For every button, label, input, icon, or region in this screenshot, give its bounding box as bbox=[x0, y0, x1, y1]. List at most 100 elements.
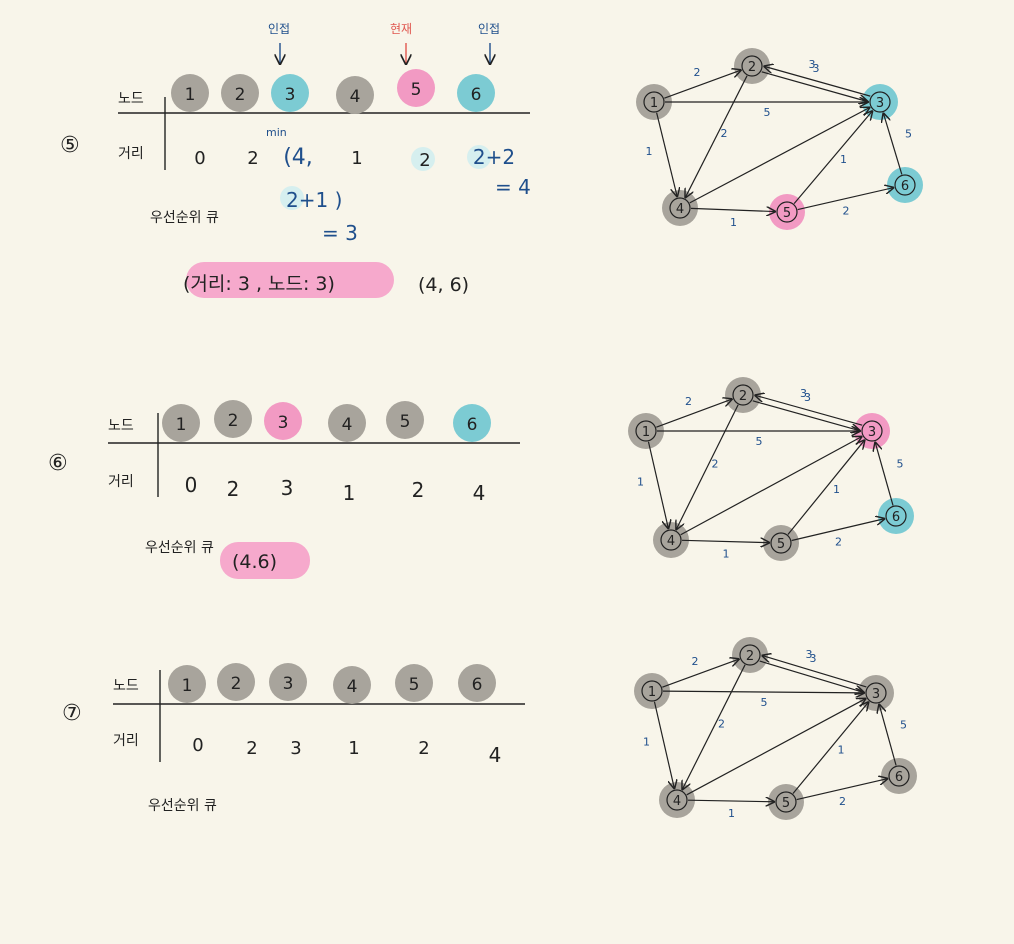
queue-highlight bbox=[186, 262, 394, 298]
node-circle-6 bbox=[458, 664, 496, 702]
graph-node-ring bbox=[635, 420, 657, 442]
graph-node-ring bbox=[770, 532, 792, 554]
graph-node-ring bbox=[669, 197, 691, 219]
graph-node-ring bbox=[894, 174, 916, 196]
node-label: 1 bbox=[182, 676, 193, 696]
dist-row-label: 거리 bbox=[108, 474, 134, 490]
graph-node-ring bbox=[865, 682, 887, 704]
graph-edge bbox=[752, 400, 860, 431]
dist-highlight bbox=[467, 145, 491, 169]
graph-edge bbox=[759, 660, 864, 692]
edge-weight: 5 bbox=[761, 696, 768, 709]
node-row-label: 노드 bbox=[118, 91, 144, 107]
graph-edge bbox=[687, 800, 774, 802]
node-circle-5 bbox=[386, 401, 424, 439]
edge-weight: 2 bbox=[839, 795, 846, 808]
edge-weight: 1 bbox=[646, 145, 653, 158]
graph-node-label: 3 bbox=[876, 96, 884, 111]
dist-value: 2 bbox=[246, 738, 257, 759]
node-label: 6 bbox=[472, 675, 483, 695]
dist-value: 4 bbox=[473, 481, 486, 505]
node-label: 2 bbox=[235, 85, 246, 105]
step-index: ⑤ bbox=[60, 133, 80, 158]
node-circle-1 bbox=[171, 74, 209, 112]
edge-weight: 5 bbox=[764, 106, 771, 119]
edge-weight: 5 bbox=[897, 458, 904, 471]
dist-value: 0 bbox=[192, 735, 203, 756]
graph-node-halo bbox=[878, 498, 914, 534]
node-label: 4 bbox=[350, 87, 361, 107]
graph-node-ring bbox=[888, 765, 910, 787]
graph-edge bbox=[680, 437, 862, 536]
graph-edge bbox=[764, 66, 871, 97]
graph-edge bbox=[647, 441, 668, 529]
edge-weight: 3 bbox=[806, 648, 813, 661]
edge-weight: 1 bbox=[840, 153, 847, 166]
pq-label: 우선순위 큐 bbox=[145, 540, 214, 556]
node-row: 1 2 3 4 5 6 bbox=[162, 400, 491, 442]
node-row-label: 노드 bbox=[108, 418, 134, 434]
graph-edge bbox=[875, 443, 894, 506]
graph-edge bbox=[662, 691, 864, 693]
dist-value: 1 bbox=[348, 738, 359, 759]
step-7: ⑦ 노드 거리 1 2 3 4 5 6 0 2 3 1 2 4 우선순위 큐 bbox=[62, 663, 525, 814]
graph-edge bbox=[761, 71, 868, 102]
graph-node-halo bbox=[628, 413, 664, 449]
graph-edge bbox=[762, 656, 867, 688]
node-label: 1 bbox=[176, 415, 187, 435]
edge-weight: 3 bbox=[810, 652, 817, 665]
step-5: ⑤ 노드 거리 1 2 3 4 5 6 인접 현재 인접 bbox=[60, 22, 531, 298]
edge-weight: 2 bbox=[692, 655, 699, 668]
queue-highlight bbox=[220, 542, 310, 579]
node-row-label: 노드 bbox=[113, 678, 139, 694]
edge-weight: 3 bbox=[813, 62, 820, 75]
node-label: 2 bbox=[228, 411, 239, 431]
graph-edge bbox=[653, 701, 674, 789]
node-label: 5 bbox=[411, 80, 422, 100]
graph-edge bbox=[689, 108, 870, 204]
annot-d3-result: = 3 bbox=[322, 221, 358, 245]
graph-edge bbox=[787, 440, 864, 535]
dist-value: 2 bbox=[247, 148, 258, 169]
queue-item: (4, 6) bbox=[418, 274, 469, 296]
edge-weight: 1 bbox=[833, 483, 840, 496]
edge-weight: 1 bbox=[838, 744, 845, 757]
step-index: ⑦ bbox=[62, 701, 82, 726]
graph-node-label: 2 bbox=[746, 649, 754, 664]
edge-weight: 2 bbox=[718, 718, 725, 731]
dist-value: 2 bbox=[419, 150, 430, 171]
graph-node-halo bbox=[636, 84, 672, 120]
node-circle-3 bbox=[264, 402, 302, 440]
graph-edge bbox=[662, 659, 738, 688]
pq-label: 우선순위 큐 bbox=[150, 210, 219, 226]
edge-weight: 3 bbox=[800, 387, 807, 400]
graph-node-label: 4 bbox=[676, 202, 684, 217]
edge-weight: 1 bbox=[637, 476, 644, 489]
annot-adjacent: 인접 bbox=[478, 22, 500, 36]
graph-node-ring bbox=[739, 644, 761, 666]
graph-edge bbox=[797, 188, 894, 211]
graph-node-label: 5 bbox=[782, 796, 790, 811]
pq-label: 우선순위 큐 bbox=[148, 798, 217, 814]
edge-weight: 2 bbox=[835, 536, 842, 549]
dist-value: (4, bbox=[283, 145, 313, 170]
node-label: 3 bbox=[278, 413, 289, 433]
node-circle-3 bbox=[271, 74, 309, 112]
graph-node-ring bbox=[775, 791, 797, 813]
graph-edge bbox=[755, 395, 863, 426]
dist-row-label: 거리 bbox=[113, 733, 139, 749]
edge-weight: 2 bbox=[685, 395, 692, 408]
graph-edge bbox=[676, 404, 739, 529]
graph-node-halo bbox=[634, 673, 670, 709]
node-circle-4 bbox=[336, 76, 374, 114]
graph-node-label: 5 bbox=[777, 537, 785, 552]
dist-highlight bbox=[411, 147, 435, 171]
graph-node-halo bbox=[881, 758, 917, 794]
graph-edge bbox=[685, 75, 748, 197]
node-circle-3 bbox=[269, 663, 307, 701]
graph-node-label: 3 bbox=[868, 425, 876, 440]
graph-node-ring bbox=[861, 420, 883, 442]
